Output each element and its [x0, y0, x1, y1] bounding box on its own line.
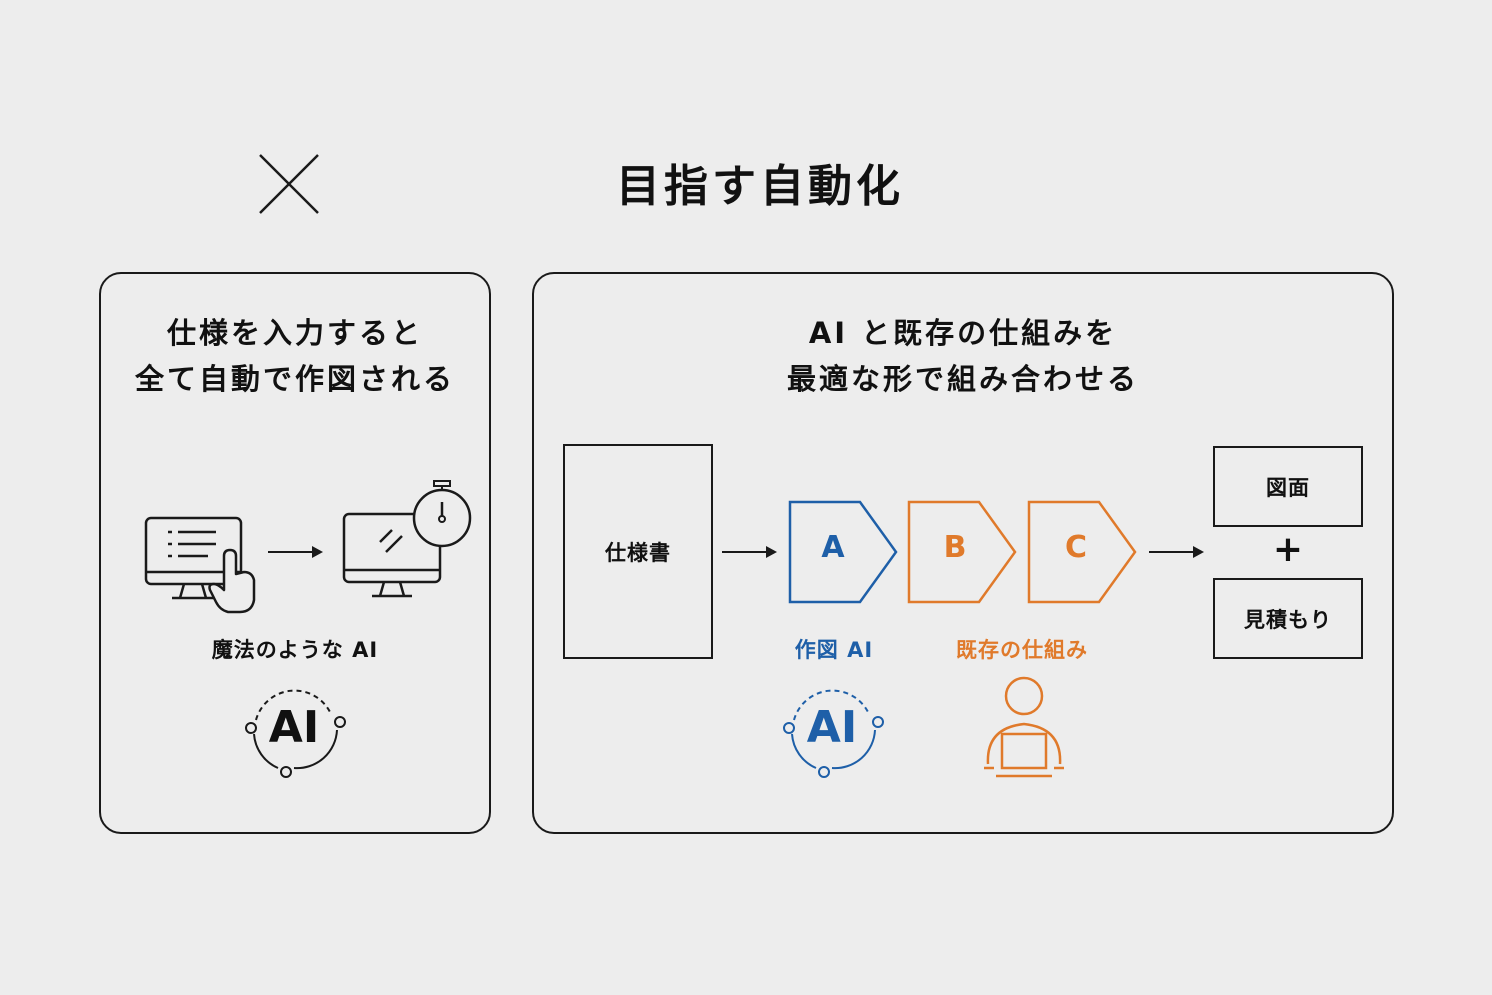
- ai-badge-icon: [245, 689, 346, 778]
- arrow-right-icon: [268, 546, 323, 558]
- output-estimate-box: 見積もり: [1213, 578, 1363, 659]
- step-a-shape: [788, 500, 898, 604]
- plus-sign: +: [1272, 529, 1304, 570]
- left-caption: 魔法のような AI: [211, 638, 379, 662]
- right-panel: [532, 272, 1394, 834]
- page-title: 目指す自動化: [616, 161, 904, 212]
- ai-badge-icon: [783, 689, 884, 778]
- left-panel: [99, 272, 491, 834]
- output-drawing-box: 図面: [1213, 446, 1363, 527]
- step-a-letter: A: [821, 530, 845, 565]
- caption-drawing-ai: 作図 AI: [794, 638, 874, 662]
- cross-icon: [259, 154, 319, 214]
- step-b-shape: [907, 500, 1017, 604]
- arrow-right-icon: [1149, 546, 1204, 558]
- left-heading-line2: 全て自動で作図される: [134, 362, 455, 396]
- right-heading-line1: AI と既存の仕組みを: [808, 316, 1118, 350]
- step-b-letter: B: [943, 530, 967, 565]
- monitor-input-icon: [144, 516, 256, 614]
- spec-box: 仕様書: [563, 444, 713, 659]
- step-c-shape: [1027, 500, 1137, 604]
- caption-existing-system: 既存の仕組み: [956, 638, 1088, 662]
- right-ai-badge-text: AI: [806, 702, 858, 753]
- arrow-right-icon: [722, 546, 777, 558]
- left-ai-badge-text: AI: [268, 702, 320, 753]
- person-laptop-icon: [984, 676, 1064, 778]
- right-heading-line2: 最適な形で組み合わせる: [786, 362, 1139, 396]
- step-c-letter: C: [1064, 530, 1088, 565]
- monitor-timer-icon: [342, 480, 472, 598]
- left-heading-line1: 仕様を入力すると: [166, 316, 423, 350]
